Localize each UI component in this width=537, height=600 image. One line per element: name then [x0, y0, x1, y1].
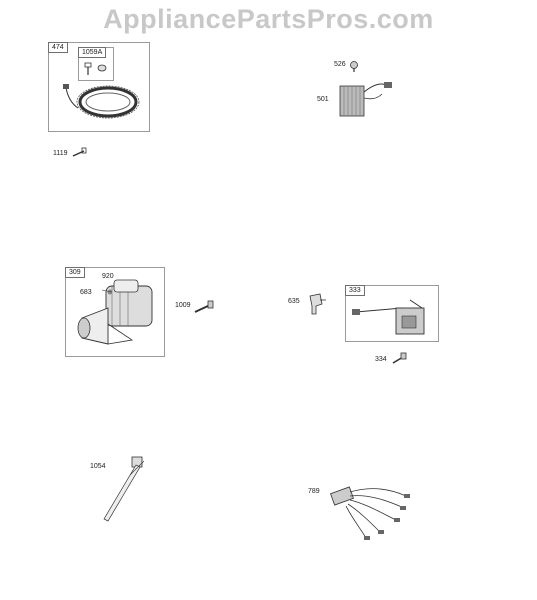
part-label-1009: 1009: [175, 302, 191, 309]
voltage-regulator-icon[interactable]: [338, 78, 394, 118]
bolt-icon[interactable]: [193, 300, 215, 316]
spark-plug-boot-icon[interactable]: [306, 292, 328, 318]
part-label-920: 920: [102, 273, 114, 280]
screw-icon[interactable]: [71, 147, 87, 158]
part-label-334: 334: [375, 356, 387, 363]
cable-tie-icon[interactable]: [100, 455, 150, 523]
part-label-1119: 1119: [53, 150, 68, 157]
stator-coil-icon[interactable]: [60, 82, 140, 122]
part-label-1054: 1054: [90, 463, 106, 470]
wire-harness-icon[interactable]: [320, 480, 412, 542]
part-label-474: 474: [48, 42, 68, 53]
part-label-635: 635: [288, 298, 300, 305]
kit-box-309: [65, 267, 165, 357]
screw-icon[interactable]: [84, 62, 108, 76]
part-label-789: 789: [308, 488, 320, 495]
part-label-526: 526: [334, 61, 346, 68]
site-watermark: AppliancePartsPros.com: [103, 4, 434, 34]
part-label-683: 683: [80, 289, 92, 296]
part-label-1059a: 1059A: [78, 47, 107, 58]
part-label-333: 333: [345, 285, 365, 296]
kit-box-333: [345, 285, 439, 342]
kit-box-474: [48, 42, 150, 132]
ignition-armature-icon[interactable]: [350, 298, 434, 336]
starter-motor-icon[interactable]: [72, 279, 162, 352]
part-label-501: 501: [317, 96, 329, 103]
screw-icon[interactable]: [391, 352, 407, 365]
screw-icon[interactable]: [348, 60, 360, 72]
part-label-309: 309: [65, 267, 85, 278]
